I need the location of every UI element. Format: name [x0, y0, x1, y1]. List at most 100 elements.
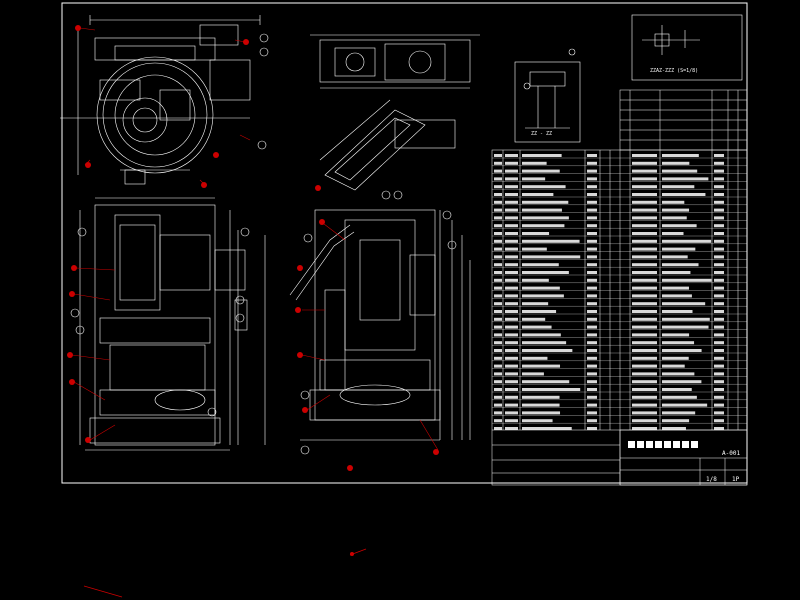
- parts-cell-mark: [522, 169, 560, 173]
- title-block-name-marks: [628, 441, 698, 448]
- parts-cell-mark: [714, 286, 724, 290]
- parts-cell-mark: [714, 341, 724, 345]
- side-elevation: [289, 209, 471, 441]
- parts-cell-mark: [494, 294, 502, 298]
- parts-cell-mark: [505, 411, 518, 415]
- parts-cell-mark: [662, 403, 708, 407]
- parts-cell-mark: [505, 200, 518, 204]
- parts-cell-mark: [662, 286, 689, 290]
- parts-cell-mark: [522, 349, 573, 352]
- parts-cell-mark: [714, 310, 724, 313]
- parts-cell-mark: [662, 372, 695, 376]
- parts-cell-mark: [494, 169, 502, 173]
- parts-cell-mark: [494, 395, 502, 399]
- parts-cell-mark: [662, 185, 695, 189]
- parts-cell-mark: [714, 302, 724, 306]
- parts-cell-mark: [632, 325, 657, 329]
- title-block: [619, 429, 748, 486]
- parts-cell-mark: [505, 333, 518, 337]
- parts-cell-mark: [522, 193, 554, 196]
- parts-cell-mark: [714, 161, 724, 165]
- parts-cell-mark: [632, 411, 657, 415]
- parts-cell-mark: [632, 341, 657, 345]
- parts-cell-mark: [662, 200, 685, 204]
- parts-cell-mark: [522, 239, 580, 243]
- parts-cell-mark: [632, 317, 657, 321]
- drawing-number: A-001: [722, 450, 740, 457]
- parts-cell-mark: [662, 356, 689, 360]
- parts-cell-mark: [632, 193, 657, 196]
- parts-cell-mark: [522, 372, 544, 376]
- parts-cell-mark: [505, 224, 518, 228]
- parts-cell-mark: [494, 161, 502, 165]
- parts-cell-mark: [505, 341, 518, 345]
- parts-cell-mark: [505, 388, 518, 391]
- parts-cell-mark: [662, 154, 699, 157]
- parts-cell-mark: [632, 177, 657, 181]
- parts-cell-mark: [587, 411, 597, 415]
- parts-cell-mark: [522, 247, 547, 251]
- front-elevation-leaders: [71, 267, 116, 441]
- parts-cell-mark: [494, 317, 502, 321]
- parts-cell-mark: [494, 271, 502, 274]
- parts-cell-mark: [522, 380, 570, 384]
- parts-cell-mark: [632, 200, 657, 204]
- drawing-scale: 1/8: [706, 476, 717, 483]
- parts-cell-mark: [662, 411, 696, 415]
- parts-cell-mark: [632, 247, 657, 251]
- parts-cell-mark: [662, 239, 712, 243]
- parts-cell-mark: [587, 427, 597, 430]
- parts-cell-mark: [714, 403, 724, 407]
- drawing-sheet: 1P: [732, 476, 740, 483]
- parts-cell-mark: [587, 286, 597, 290]
- parts-cell-mark: [494, 380, 502, 384]
- parts-cell-mark: [505, 325, 518, 329]
- stray-balloon: [350, 552, 354, 556]
- parts-cell-mark: [587, 200, 597, 204]
- parts-cell-mark: [522, 364, 561, 368]
- parts-cell-mark: [587, 185, 597, 189]
- parts-cell-mark: [587, 302, 597, 306]
- parts-cell-mark: [494, 372, 502, 376]
- parts-cell-mark: [494, 208, 502, 212]
- parts-cell-mark: [522, 356, 548, 360]
- parts-cell-mark: [505, 380, 518, 384]
- parts-cell-mark: [632, 310, 657, 313]
- parts-cell-mark: [714, 216, 724, 220]
- parts-cell-mark: [522, 208, 562, 212]
- parts-cell-mark: [587, 333, 597, 337]
- parts-cell-mark: [494, 356, 502, 360]
- parts-cell-mark: [587, 403, 597, 407]
- parts-cell-mark: [714, 208, 724, 212]
- parts-cell-mark: [714, 247, 724, 251]
- parts-cell-mark: [505, 317, 518, 321]
- parts-cell-mark: [632, 388, 657, 391]
- parts-cell-mark: [632, 302, 657, 306]
- parts-cell-mark: [505, 255, 518, 259]
- parts-cell-mark: [714, 294, 724, 298]
- parts-cell-mark: [505, 161, 518, 165]
- parts-cell-mark: [714, 193, 724, 196]
- parts-cell-mark: [662, 395, 697, 399]
- parts-cell-mark: [522, 388, 581, 391]
- parts-cell-mark: [714, 200, 724, 204]
- parts-cell-mark: [505, 278, 518, 282]
- parts-cell-mark: [587, 388, 597, 391]
- parts-cell-mark: [494, 403, 502, 407]
- parts-cell-mark: [714, 325, 724, 329]
- parts-cell-mark: [587, 341, 597, 345]
- parts-cell-mark: [587, 161, 597, 165]
- parts-cell-mark: [522, 200, 569, 204]
- parts-cell-mark: [505, 216, 518, 220]
- parts-cell-mark: [522, 286, 560, 290]
- parts-cell-mark: [494, 247, 502, 251]
- parts-cell-mark: [587, 278, 597, 282]
- parts-cell-mark: [587, 395, 597, 399]
- parts-cell-mark: [587, 317, 597, 321]
- parts-cell-mark: [587, 372, 597, 376]
- parts-cell-mark: [494, 302, 502, 306]
- parts-cell-mark: [505, 403, 518, 407]
- parts-cell-mark: [714, 317, 724, 321]
- parts-cell-mark: [662, 177, 709, 181]
- parts-cell-mark: [714, 395, 724, 399]
